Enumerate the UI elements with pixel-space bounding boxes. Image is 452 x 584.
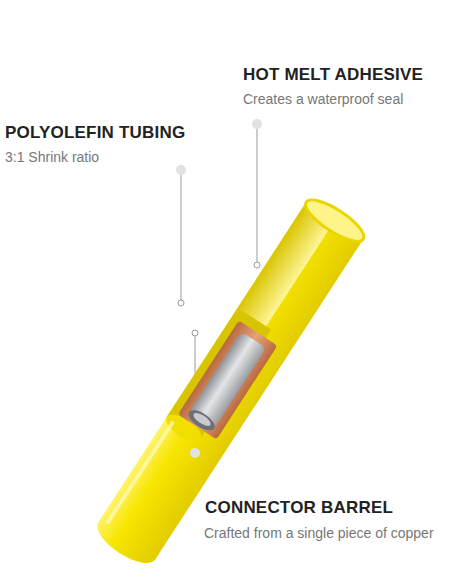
- part-note: Creates a waterproof seal: [243, 91, 403, 107]
- callout-dot: [252, 119, 262, 129]
- part-name: POLYOLEFIN TUBING: [5, 123, 185, 143]
- part-name: CONNECTOR BARREL: [205, 498, 393, 518]
- callout-dot: [190, 448, 200, 458]
- leader-line: [181, 175, 182, 300]
- part-note: 3:1 Shrink ratio: [5, 149, 99, 165]
- leader-end: [192, 330, 198, 336]
- tube-opening: [300, 193, 369, 248]
- part-note: Crafted from a single piece of copper: [204, 525, 434, 541]
- tube-highlight: [108, 423, 172, 522]
- callout-dot: [176, 165, 186, 175]
- leader-end: [178, 300, 184, 306]
- callout-dots: [176, 119, 262, 458]
- barrel-hole-highlight: [191, 411, 212, 429]
- part-name: HOT MELT ADHESIVE: [243, 65, 423, 85]
- leader-end: [254, 262, 260, 268]
- barrel-hole: [185, 406, 218, 434]
- copper-sleeve: [178, 321, 278, 440]
- leader-line: [257, 129, 258, 262]
- leader-ends: [178, 262, 260, 336]
